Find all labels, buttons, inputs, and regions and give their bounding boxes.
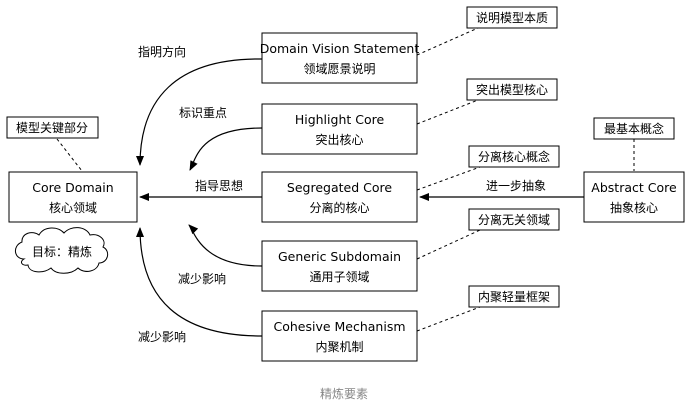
highlight-core-node: Highlight Core 突出核心 <box>261 103 418 155</box>
generic-subdomain-edge-label: 减少影响 <box>178 271 226 286</box>
abstract-core-title-zh: 抽象核心 <box>610 201 658 215</box>
cohesive-mechanism-note-connector <box>416 306 481 332</box>
segregated-core-note: 分离核心概念 <box>468 145 560 168</box>
generic-subdomain-node: Generic Subdomain 通用子领域 <box>261 240 418 292</box>
cohesive-mechanism-note: 内聚轻量框架 <box>468 285 560 308</box>
diagram-caption: 精炼要素 <box>320 386 368 401</box>
highlight-core-title-en: Highlight Core <box>295 112 385 127</box>
highlight-core-title-zh: 突出核心 <box>315 132 363 147</box>
segregated-core-title-zh: 分离的核心 <box>309 200 369 215</box>
generic-subdomain-arrow <box>188 224 263 267</box>
segregated-core-note-connector <box>416 166 481 191</box>
goal-cloud: 目标：精炼 <box>15 227 109 274</box>
highlight-core-note: 突出模型核心 <box>466 78 558 101</box>
cohesive-mechanism-note-text: 内聚轻量框架 <box>478 290 550 304</box>
cohesive-mechanism-title-en: Cohesive Mechanism <box>273 319 405 334</box>
highlight-core-note-connector <box>416 99 479 125</box>
cohesive-mechanism-node: Cohesive Mechanism 内聚机制 <box>261 310 418 362</box>
goal-cloud-label: 目标：精炼 <box>32 244 92 259</box>
domain-vision-statement-title-zh: 领域愿景说明 <box>303 61 375 76</box>
domain-vision-statement-title-en: Domain Vision Statement <box>260 41 420 56</box>
domain-vision-statement-note: 说明模型本质 <box>466 6 558 29</box>
core-domain-note-connector <box>56 138 83 172</box>
goal-cloud-shape <box>15 227 109 274</box>
core-domain-node: Core Domain 核心领域 <box>8 171 138 223</box>
abstract-core-title-en: Abstract Core <box>591 180 677 195</box>
domain-vision-statement-arrow <box>136 58 263 166</box>
abstract-core-edge-label: 进一步抽象 <box>486 179 546 193</box>
domain-vision-statement-edge-label: 指明方向 <box>138 44 186 59</box>
generic-subdomain-note-connector <box>416 229 481 260</box>
core-domain-note-text: 模型关键部分 <box>16 120 88 135</box>
abstract-core-note-text: 最基本概念 <box>604 121 664 136</box>
cohesive-mechanism-title-zh: 内聚机制 <box>315 340 363 354</box>
cohesive-mechanism-arrow <box>136 227 263 337</box>
segregated-core-edge-label: 指导思想 <box>195 178 243 193</box>
domain-vision-statement-note-connector <box>416 27 479 56</box>
domain-vision-statement-node: Domain Vision Statement 领域愿景说明 <box>260 32 420 84</box>
generic-subdomain-title-en: Generic Subdomain <box>278 249 401 264</box>
segregated-core-node: Segregated Core 分离的核心 <box>261 171 418 223</box>
generic-subdomain-title-zh: 通用子领域 <box>309 270 369 284</box>
segregated-core-note-text: 分离核心概念 <box>478 149 550 164</box>
highlight-core-note-text: 突出模型核心 <box>476 82 548 97</box>
highlight-core-edge-label: 标识重点 <box>179 106 227 120</box>
generic-subdomain-note: 分离无关领域 <box>468 208 560 231</box>
abstract-core-note: 最基本概念 <box>593 117 675 140</box>
highlight-core-arrow <box>189 127 263 171</box>
generic-subdomain-note-text: 分离无关领域 <box>478 212 550 227</box>
core-domain-title-zh: 核心领域 <box>49 201 97 215</box>
cohesive-mechanism-edge-label: 减少影响 <box>138 329 186 344</box>
domain-vision-statement-note-text: 说明模型本质 <box>476 10 548 25</box>
segregated-core-title-en: Segregated Core <box>287 180 392 195</box>
core-domain-title-en: Core Domain <box>32 180 113 195</box>
abstract-core-node: Abstract Core 抽象核心 <box>583 171 685 223</box>
core-domain-note: 模型关键部分 <box>6 116 99 139</box>
